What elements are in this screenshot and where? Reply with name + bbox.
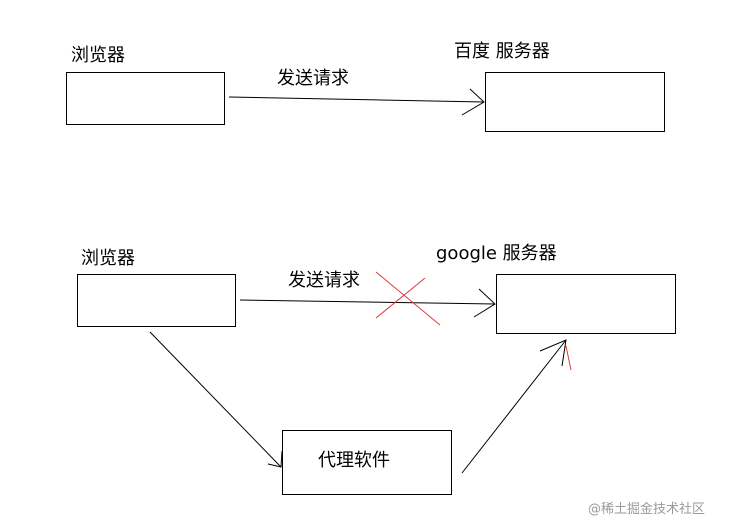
red-tick-mark (565, 345, 572, 371)
proxy-box (282, 430, 452, 495)
top-browser-box (66, 72, 225, 125)
top-server-label: 百度 服务器 (454, 41, 550, 62)
proxy-label: 代理软件 (318, 450, 390, 471)
blocked-cross-icon (375, 271, 441, 326)
proxy-to-server-arrow (461, 339, 567, 474)
browser-to-proxy-arrow (149, 331, 283, 468)
top-request-arrow (228, 88, 485, 116)
bottom-browser-box (77, 274, 236, 327)
bottom-request-label: 发送请求 (288, 270, 360, 291)
top-browser-label: 浏览器 (71, 45, 125, 66)
bottom-server-label: google 服务器 (436, 243, 557, 264)
bottom-browser-label: 浏览器 (81, 248, 135, 269)
watermark: @稀土掘金技术社区 (588, 502, 706, 517)
bottom-server-box (496, 274, 676, 334)
top-server-box (485, 72, 665, 132)
bottom-request-arrow (239, 288, 496, 318)
top-request-label: 发送请求 (277, 68, 349, 89)
